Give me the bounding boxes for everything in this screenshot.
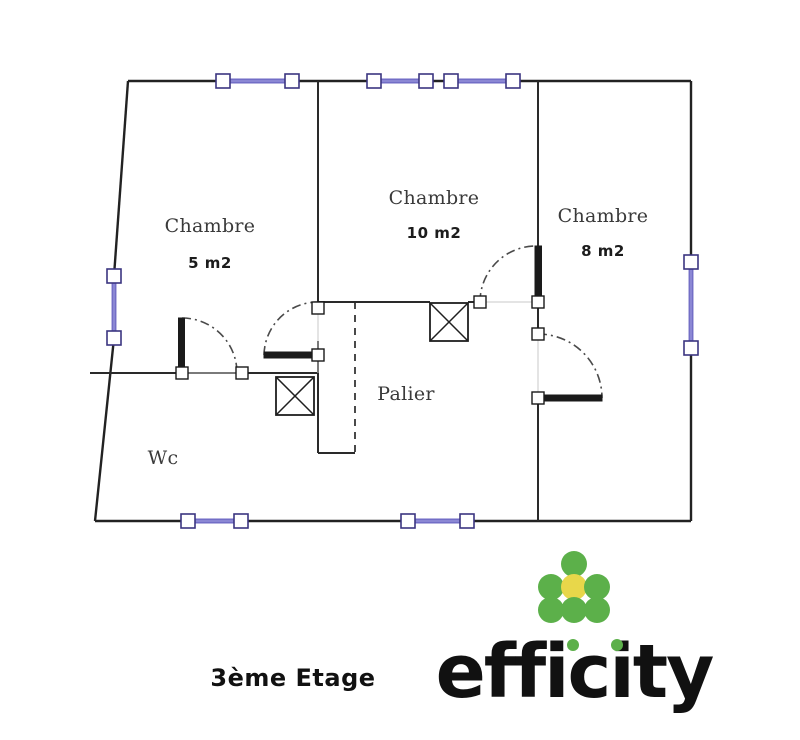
door-chambre-8[interactable] — [531, 327, 603, 405]
door-wc[interactable] — [175, 317, 249, 380]
windows-group — [106, 73, 699, 529]
window-bottom-mid[interactable] — [400, 513, 475, 529]
logo-dot-bottom-right — [584, 597, 610, 623]
logo-i-dot-first — [567, 639, 579, 651]
window-node — [683, 254, 699, 270]
window-node — [443, 73, 459, 89]
door-wc-stop — [235, 366, 249, 380]
window-node — [284, 73, 300, 89]
door-chambre-8-leaf — [537, 394, 603, 402]
door-wc-arc — [181, 317, 238, 374]
door-chambre-5-stop — [311, 348, 325, 362]
door-chambre-8-hinge — [531, 327, 545, 341]
room-label-chambre-10-area: 10 m2 — [407, 224, 462, 242]
window-top-mid-a[interactable] — [366, 73, 434, 89]
window-node — [418, 73, 434, 89]
window-node — [366, 73, 382, 89]
door-chambre-10-leaf — [534, 245, 542, 303]
logo-dot-bottom-left — [538, 597, 564, 623]
closet-palier[interactable] — [429, 302, 469, 342]
window-bottom-left[interactable] — [180, 513, 249, 529]
door-chambre-5-leaf — [263, 351, 319, 359]
window-left-upper[interactable] — [106, 268, 122, 346]
door-chambre-10-hinge — [473, 295, 487, 309]
window-node — [215, 73, 231, 89]
logo-dot-bottom-center — [561, 597, 587, 623]
brand-logo: efficity — [436, 551, 715, 715]
room-label-chambre-8-name: Chambre — [558, 205, 649, 227]
floor-caption: 3ème Etage — [210, 664, 375, 692]
window-node — [106, 268, 122, 284]
door-wc-hinge — [175, 366, 189, 380]
window-node — [505, 73, 521, 89]
door-chambre-5-hinge — [311, 301, 325, 315]
logo-dot-mid-center — [561, 574, 587, 600]
door-chambre-10-stop — [531, 295, 545, 309]
door-chambre-8-stop — [531, 391, 545, 405]
room-label-wc: Wc — [148, 447, 179, 469]
outer-walls — [93, 79, 693, 523]
wall-left-lower — [93, 337, 116, 522]
logo-dot-mid-right — [584, 574, 610, 600]
door-chambre-5[interactable] — [263, 301, 325, 362]
window-top-left[interactable] — [215, 73, 300, 89]
door-chambre-10[interactable] — [473, 245, 545, 309]
room-label-chambre-8-area: 8 m2 — [581, 242, 625, 260]
door-chambre-10-arc — [479, 245, 537, 303]
doors-group — [175, 245, 603, 405]
door-chambre-5-arc — [263, 301, 319, 356]
window-right[interactable] — [683, 254, 699, 356]
closets-group — [275, 302, 469, 416]
room-label-palier: Palier — [377, 383, 435, 405]
logo-dot-mid-left — [538, 574, 564, 600]
room-label-chambre-10-name: Chambre — [389, 187, 480, 209]
window-node — [106, 330, 122, 346]
room-label-chambre-5-name: Chambre — [165, 215, 256, 237]
wall-left-upper — [112, 80, 130, 277]
window-node — [180, 513, 196, 529]
window-top-mid-b[interactable] — [443, 73, 521, 89]
logo-i-dot-second — [611, 639, 623, 651]
closet-wc[interactable] — [275, 376, 315, 416]
logo-dots — [538, 551, 610, 623]
window-node — [459, 513, 475, 529]
interior-walls — [90, 81, 539, 521]
room-labels: Chambre 5 m2 Chambre 10 m2 Chambre 8 m2 … — [148, 187, 649, 469]
logo-dot-top — [561, 551, 587, 577]
window-node — [683, 340, 699, 356]
window-node — [400, 513, 416, 529]
window-node — [233, 513, 249, 529]
door-wc-leaf — [178, 317, 185, 374]
door-chambre-8-arc — [537, 333, 603, 399]
room-label-chambre-5-area: 5 m2 — [188, 254, 232, 272]
